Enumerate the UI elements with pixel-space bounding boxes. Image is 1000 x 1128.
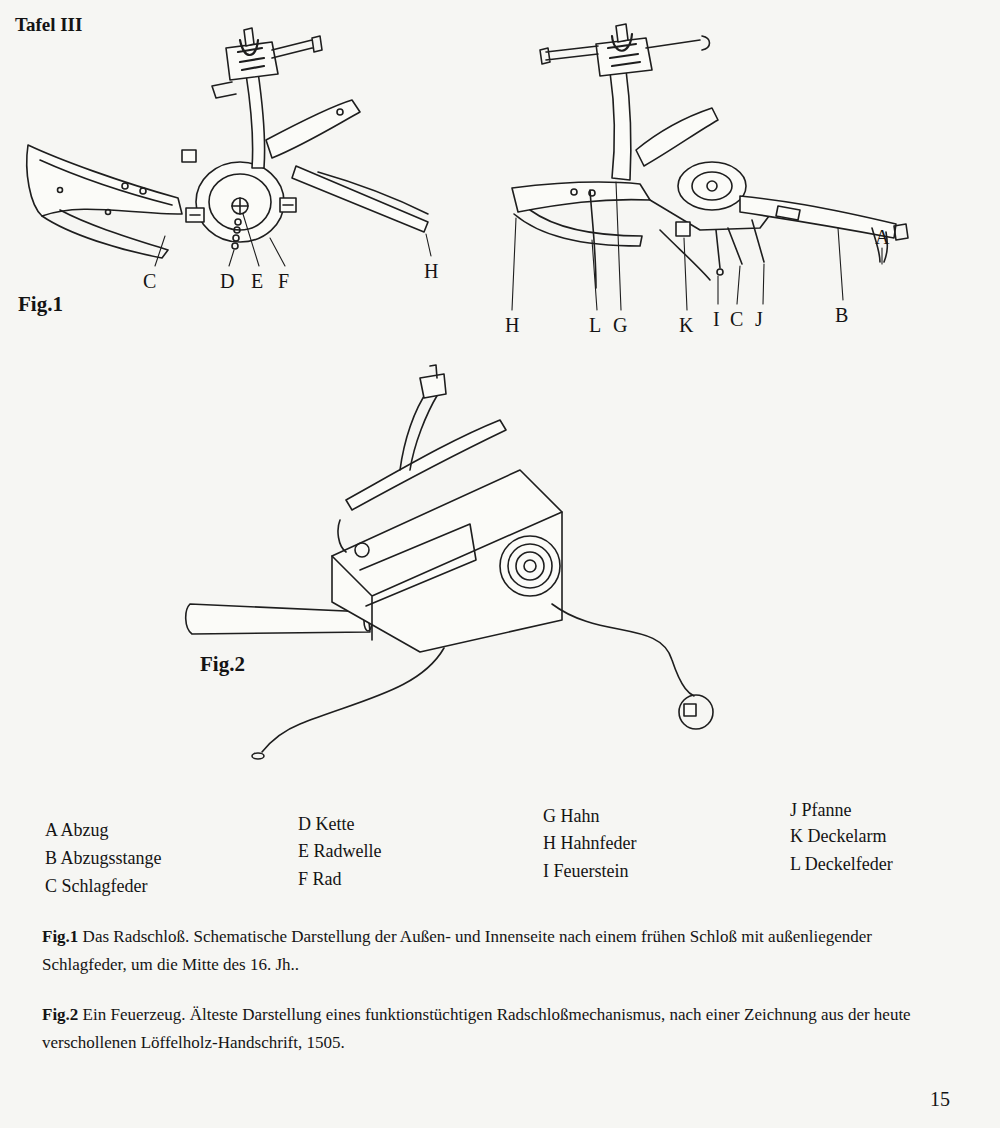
key-entry: E Radwelle bbox=[298, 841, 381, 862]
key-entry: C Schlagfeder bbox=[45, 876, 147, 897]
figure-caption: Fig.1 Das Radschloß. Schematische Darste… bbox=[42, 923, 957, 979]
part-letter: G bbox=[613, 314, 627, 337]
plate-title: Tafel III bbox=[15, 14, 82, 36]
key-entry: B Abzugsstange bbox=[45, 848, 162, 869]
part-letter: C bbox=[143, 270, 156, 293]
wheel-lock-inner bbox=[512, 24, 908, 288]
caption-text: Ein Feuerzeug. Älteste Darstellung eines… bbox=[42, 1005, 911, 1052]
tinder-lighter bbox=[186, 365, 713, 759]
figure-label: Fig.2 bbox=[200, 652, 245, 676]
part-letter: C bbox=[730, 308, 743, 331]
key-entry: F Rad bbox=[298, 869, 342, 890]
part-letter: J bbox=[755, 308, 763, 331]
key-entry: D Kette bbox=[298, 814, 354, 835]
caption-text: Das Radschloß. Schematische Darstellung … bbox=[42, 927, 872, 974]
part-letter: A bbox=[875, 226, 889, 249]
part-letter: B bbox=[835, 304, 848, 327]
part-letter: E bbox=[251, 270, 263, 293]
part-letter: L bbox=[589, 314, 601, 337]
page-number: 15 bbox=[930, 1088, 950, 1111]
part-letter: H bbox=[505, 314, 519, 337]
part-letter: K bbox=[679, 314, 693, 337]
key-entry: G Hahn bbox=[543, 806, 600, 827]
space bbox=[78, 927, 82, 946]
figure-label: Fig.1 bbox=[18, 292, 63, 316]
key-entry: A Abzug bbox=[45, 820, 109, 841]
key-entry: K Deckelarm bbox=[790, 826, 886, 847]
key-entry: L Deckelfeder bbox=[790, 854, 893, 875]
part-letter: D bbox=[220, 270, 234, 293]
key-entry: J Pfanne bbox=[790, 800, 852, 821]
leader-line bbox=[155, 182, 882, 310]
caption-label: Fig.1 bbox=[42, 927, 78, 946]
figure-caption: Fig.2 Ein Feuerzeug. Älteste Darstellung… bbox=[42, 1001, 957, 1057]
space bbox=[78, 1005, 82, 1024]
part-letter: F bbox=[278, 270, 289, 293]
wheel-lock-outer bbox=[27, 28, 428, 258]
part-letter: I bbox=[713, 308, 720, 331]
caption-label: Fig.2 bbox=[42, 1005, 78, 1024]
part-letter: H bbox=[424, 260, 438, 283]
key-entry: I Feuerstein bbox=[543, 861, 628, 882]
key-entry: H Hahnfeder bbox=[543, 833, 636, 854]
